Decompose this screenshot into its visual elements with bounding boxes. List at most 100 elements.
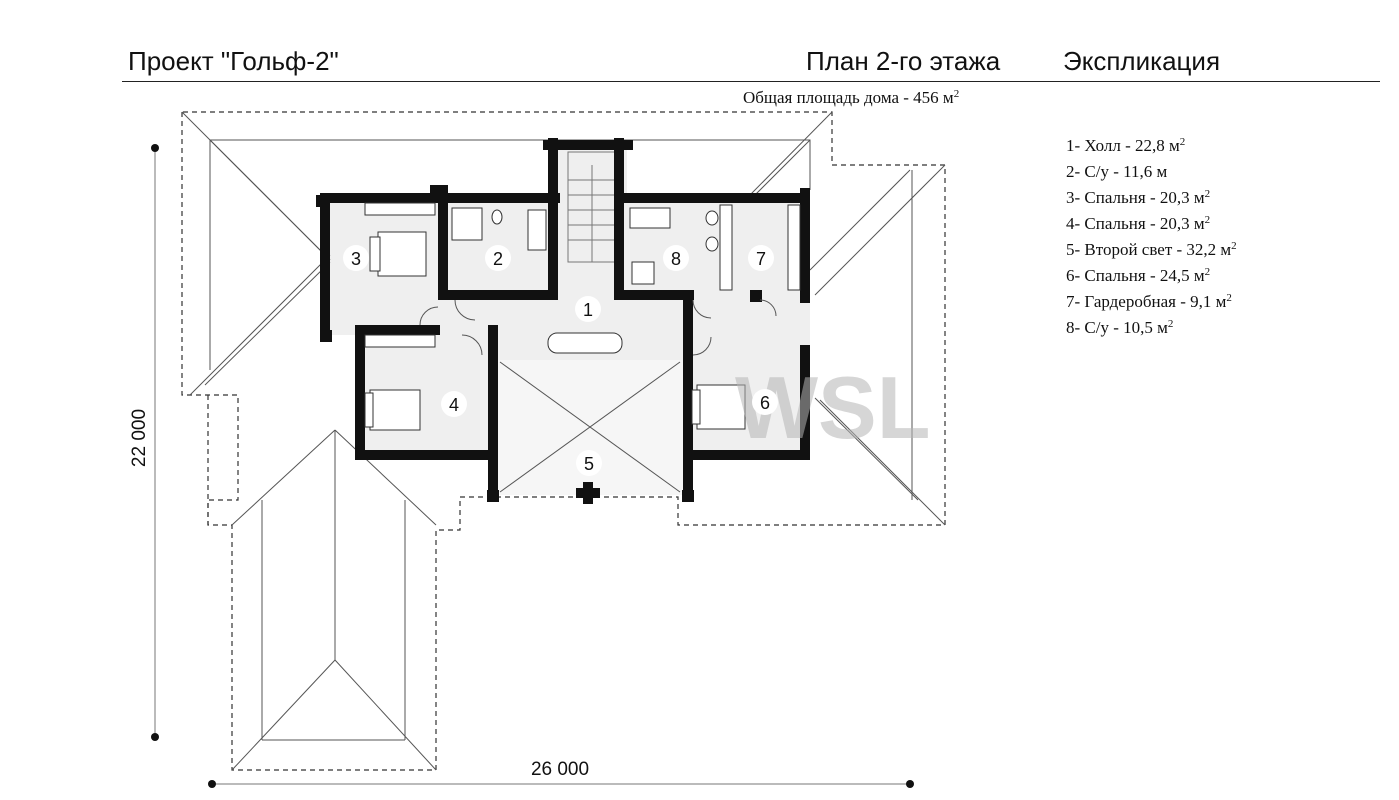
dimension-width: 26 000: [208, 759, 914, 788]
room-number-2: 2: [493, 249, 503, 269]
door-arc: [692, 299, 712, 319]
wardrobe-icon: [364, 202, 436, 216]
legend-item-text: 7- Гардеробная - 9,1 м: [1066, 292, 1227, 311]
explication-title: Экспликация: [1063, 46, 1221, 76]
bed-icon: [696, 384, 746, 430]
legend-item-sup: 2: [1231, 240, 1237, 252]
wall-south-6[interactable]: [683, 450, 808, 460]
legend-item-text: 8- С/у - 10,5 м: [1066, 318, 1168, 337]
room-number-bg: [485, 245, 511, 271]
room-number-bg: [343, 245, 369, 271]
project-title: Проект "Гольф-2": [128, 46, 339, 76]
legend-item: 1- Холл - 22,8 м2: [1066, 133, 1237, 159]
toilet-icon: [491, 209, 503, 225]
legend-item-sup: 2: [1204, 188, 1211, 200]
shower-icon: [451, 207, 483, 241]
wall-south-4[interactable]: [355, 450, 495, 460]
room-number-7: 7: [756, 249, 766, 269]
door-arc: [759, 299, 777, 317]
bed-icon: [377, 231, 427, 277]
bed-headboard: [691, 389, 701, 425]
wall-west-4[interactable]: [355, 325, 365, 455]
walls[interactable]: [316, 138, 810, 504]
legend-item-text: 4- Спальня - 20,3 м: [1066, 214, 1205, 233]
legend-item-text: 5- Второй свет - 32,2 м: [1066, 240, 1232, 259]
plan-title: План 2-го этажа: [806, 46, 1001, 76]
wall-post[interactable]: [487, 490, 499, 502]
wall-south-2[interactable]: [445, 290, 557, 300]
second-light-void: [499, 361, 681, 493]
legend-item-sup: 2: [1226, 292, 1232, 304]
wall-west-3[interactable]: [320, 195, 330, 340]
bathtub-icon: [629, 207, 671, 229]
wall-5-6[interactable]: [683, 296, 693, 496]
door-arc: [419, 306, 439, 326]
room-number-8: 8: [671, 249, 681, 269]
legend-item-sup: 2: [1167, 318, 1174, 330]
shower-icon: [631, 261, 655, 285]
wall-south-8[interactable]: [614, 290, 694, 300]
wall-post[interactable]: [583, 482, 593, 504]
wall-stair-8[interactable]: [614, 138, 624, 300]
bed-icon: [369, 389, 421, 431]
room-number-4: 4: [449, 395, 459, 415]
door-arc: [454, 299, 476, 321]
legend-item: 6- Спальня - 24,5 м2: [1066, 263, 1237, 289]
bed-headboard: [364, 392, 374, 428]
sink-icon: [705, 236, 719, 252]
room-number-bg: [663, 245, 689, 271]
wall-4-5[interactable]: [488, 325, 498, 500]
wall-east-7[interactable]: [800, 188, 810, 303]
legend-item-sup: 2: [1204, 214, 1211, 226]
sofa-icon: [547, 332, 623, 354]
height-dimension-text: 22 000: [129, 409, 150, 467]
legend-item-sup: 2: [1204, 266, 1211, 278]
door-arc: [692, 336, 712, 356]
header-rule: [122, 81, 1380, 82]
wall-3-2[interactable]: [438, 190, 448, 300]
room-number-bg: [752, 389, 778, 415]
sink-icon: [705, 210, 719, 226]
wall-post[interactable]: [682, 490, 694, 502]
wall-post[interactable]: [430, 185, 448, 195]
legend-item-text: 6- Спальня - 24,5 м: [1066, 266, 1205, 285]
room-numbers: 1 2 3 4 5 6 7 8: [343, 245, 778, 476]
room-number-6: 6: [760, 393, 770, 413]
total-area: Общая площадь дома - 456 м2: [743, 88, 959, 108]
legend-item: 4- Спальня - 20,3 м2: [1066, 211, 1237, 237]
wall-east-6[interactable]: [800, 345, 810, 460]
fixtures: [364, 202, 801, 431]
room-number-bg: [576, 450, 602, 476]
roof-lines: [181, 111, 946, 771]
bed-headboard: [369, 236, 381, 272]
room-number-bg: [441, 391, 467, 417]
legend-item-text: 3- Спальня - 20,3 м: [1066, 188, 1205, 207]
wall-block[interactable]: [320, 330, 332, 342]
total-area-sup: 2: [953, 88, 960, 100]
wall-2-stair[interactable]: [548, 138, 558, 300]
staircase: [567, 151, 617, 263]
room-number-3: 3: [351, 249, 361, 269]
room-number-bg: [575, 296, 601, 322]
wardrobe-icon: [719, 204, 733, 291]
wall-north-4[interactable]: [355, 325, 440, 335]
legend-item: 2- С/у - 11,6 м: [1066, 159, 1237, 185]
total-area-text: Общая площадь дома - 456 м: [743, 88, 954, 107]
wardrobe-icon: [364, 334, 436, 348]
room-number-5: 5: [584, 454, 594, 474]
wardrobe-icon: [787, 204, 801, 291]
doors: [419, 299, 777, 356]
legend-item-sup: 2: [1179, 136, 1186, 148]
wall-north-8-7[interactable]: [614, 193, 809, 203]
wall-north-stair[interactable]: [543, 140, 633, 150]
room-number-bg: [748, 245, 774, 271]
bathtub-icon: [527, 209, 547, 251]
legend-item-text: 2- С/у - 11,6 м: [1066, 162, 1168, 181]
legend-item: 8- С/у - 10,5 м2: [1066, 315, 1237, 341]
wall-post[interactable]: [750, 290, 762, 302]
legend-item: 3- Спальня - 20,3 м2: [1066, 185, 1237, 211]
legend-item-text: 1- Холл - 22,8 м: [1066, 136, 1180, 155]
door-arc: [461, 334, 483, 356]
width-dimension-text: 26 000: [531, 759, 589, 780]
